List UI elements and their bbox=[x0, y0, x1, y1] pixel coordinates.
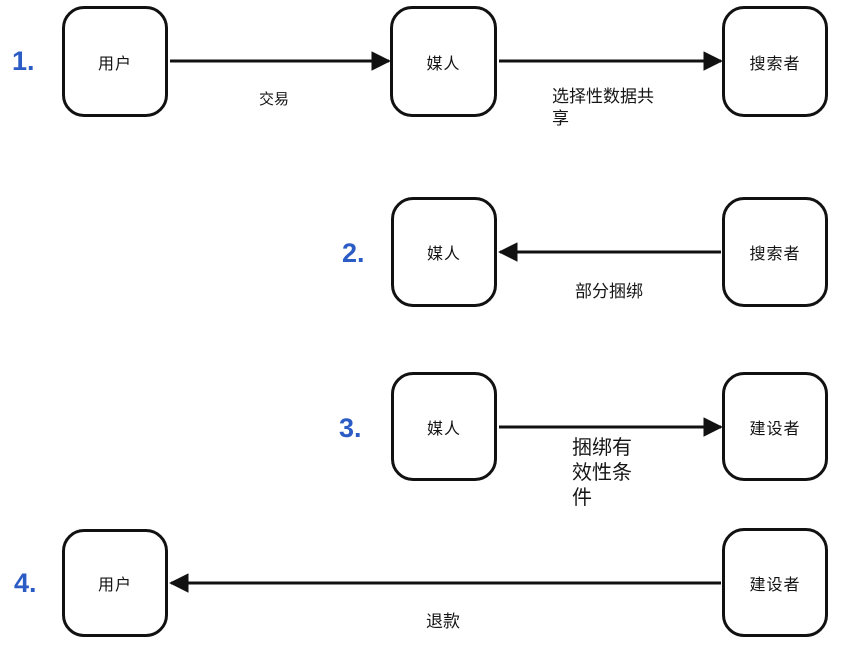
edge-label-partial-binding: 部分捆绑 bbox=[575, 282, 643, 301]
node-searcher: 搜索者 bbox=[722, 197, 828, 307]
step-number-1: 1. bbox=[12, 46, 35, 76]
node-matchmaker: 媒人 bbox=[391, 372, 497, 481]
step-number-4: 4. bbox=[14, 568, 37, 598]
edge-label-transaction: 交易 bbox=[259, 91, 290, 108]
edge-label-refund: 退款 bbox=[426, 612, 460, 631]
node-user: 用户 bbox=[62, 6, 168, 117]
node-matchmaker: 媒人 bbox=[391, 197, 497, 307]
edge-label-selective-data-sharing: 选择性数据共 享 bbox=[552, 87, 654, 128]
node-user: 用户 bbox=[62, 529, 168, 637]
node-matchmaker: 媒人 bbox=[390, 6, 497, 117]
step-number-2: 2. bbox=[342, 238, 365, 268]
node-searcher: 搜索者 bbox=[722, 6, 828, 117]
edge-label-binding-validity-conditions: 捆绑有 效性条 件 bbox=[572, 437, 632, 509]
node-builder: 建设者 bbox=[722, 372, 828, 481]
node-builder: 建设者 bbox=[722, 528, 828, 637]
step-number-3: 3. bbox=[339, 413, 362, 443]
